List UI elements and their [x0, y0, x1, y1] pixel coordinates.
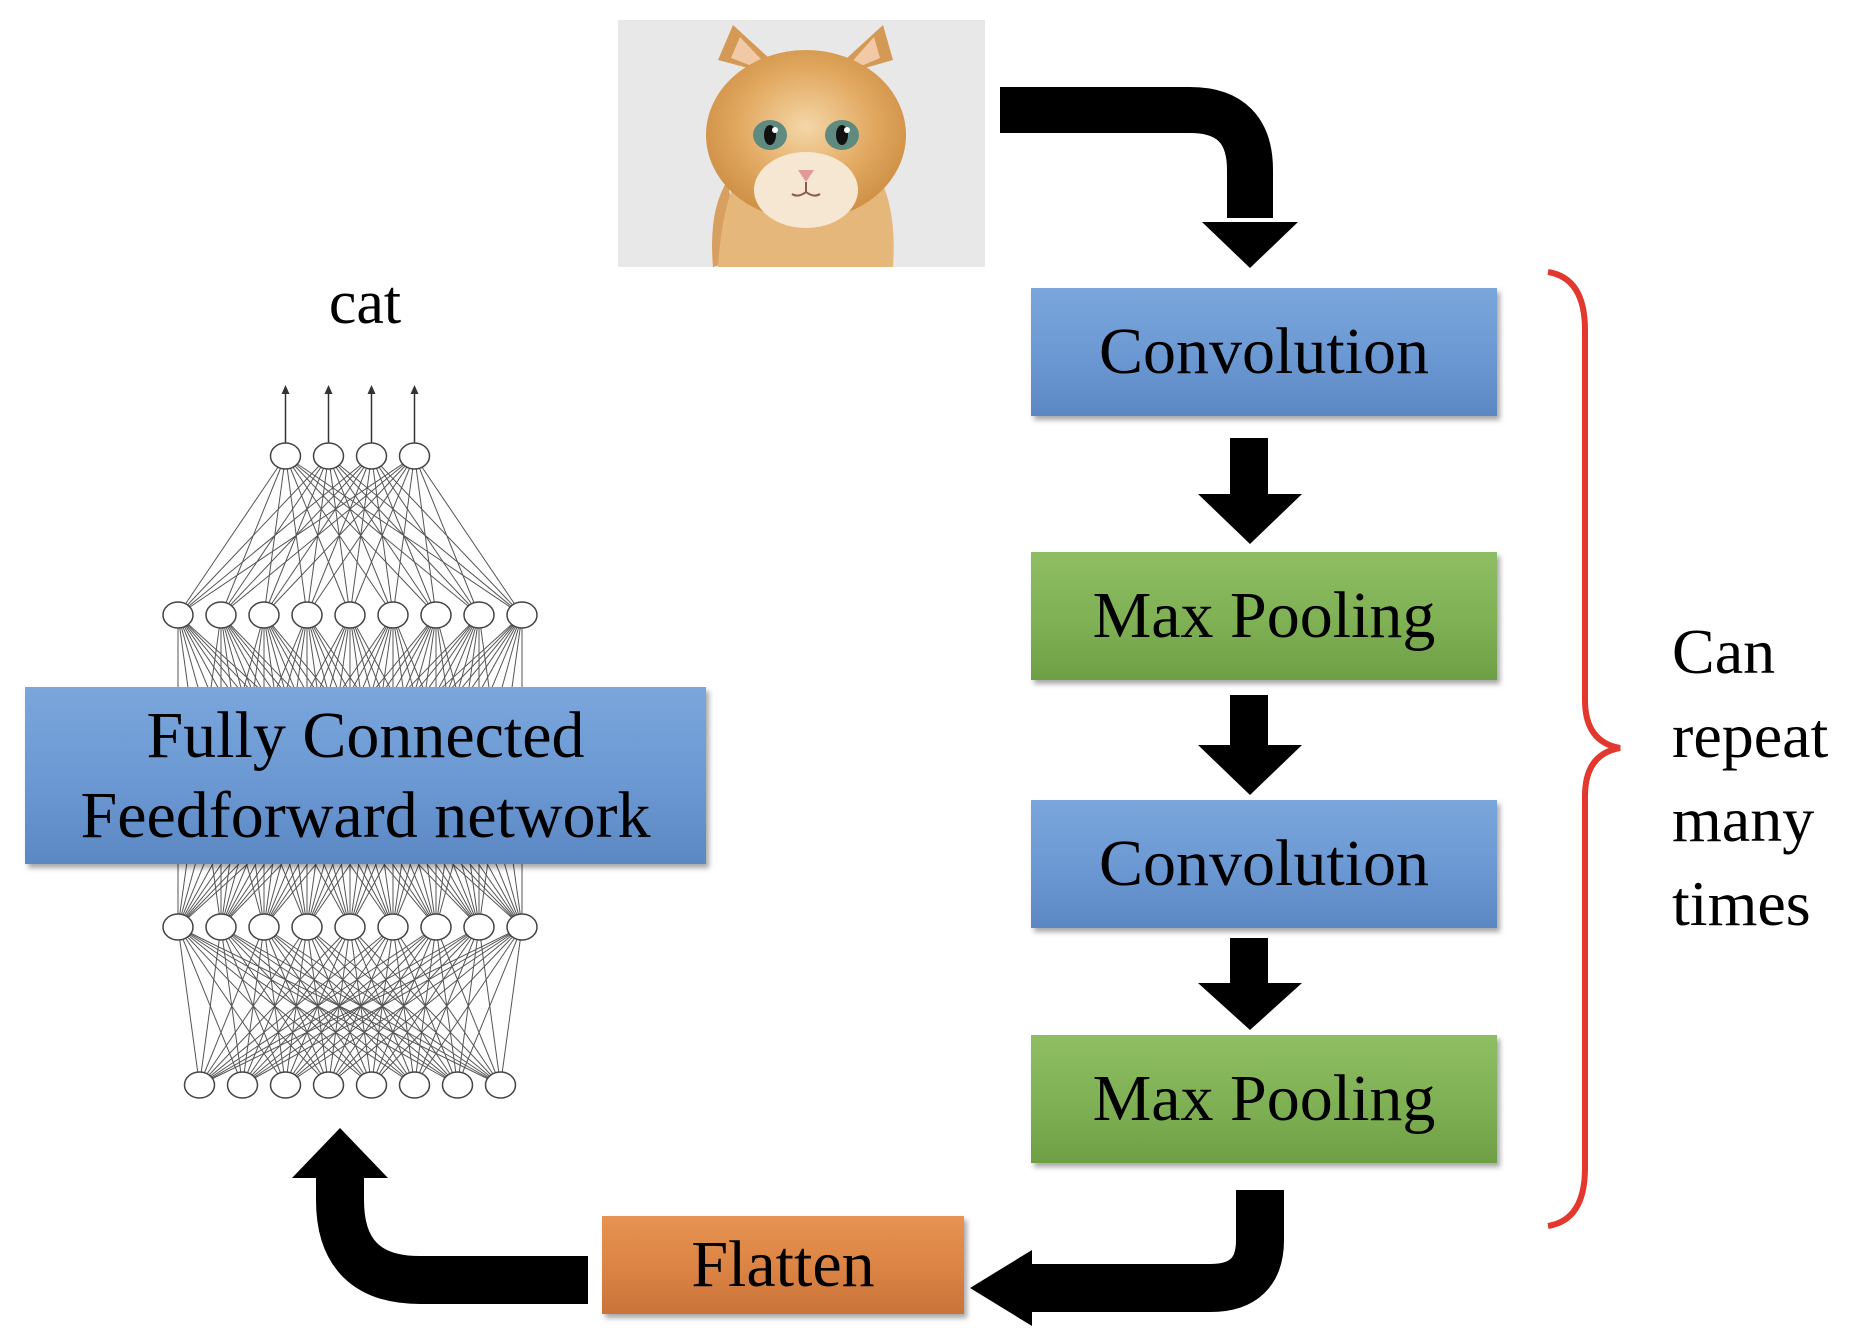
network-node	[463, 601, 495, 629]
max-pooling-label-2: Max Pooling	[1092, 1062, 1436, 1135]
network-node	[248, 601, 280, 629]
network-connection	[285, 455, 351, 616]
network-node	[312, 442, 345, 470]
cat-image	[618, 20, 985, 267]
network-connection	[328, 455, 523, 616]
network-node	[463, 913, 495, 941]
network-node	[355, 442, 388, 470]
network-connection	[285, 455, 437, 616]
fully-connected-line-1: Fully Connected	[146, 698, 585, 772]
network-connection	[177, 926, 415, 1086]
arrow-flatten-to-network	[316, 1178, 588, 1304]
network-connection	[177, 455, 286, 616]
flatten-block: Flatten	[602, 1216, 964, 1314]
flatten-label: Flatten	[691, 1228, 875, 1301]
output-class-label: cat	[328, 269, 402, 337]
max-pooling-block-2: Max Pooling	[1031, 1035, 1497, 1163]
convolution-block-2: Convolution	[1031, 800, 1497, 928]
network-node	[334, 601, 366, 629]
arrow-head-input	[1202, 222, 1298, 268]
network-connection	[263, 455, 286, 616]
network-connection	[306, 926, 501, 1086]
network-node	[484, 1071, 517, 1099]
convolution-label-2: Convolution	[1098, 827, 1430, 900]
arrow-head-network	[292, 1128, 388, 1178]
arrow-pool2-to-flatten	[1030, 1190, 1284, 1312]
network-connection	[177, 926, 501, 1086]
network-node	[248, 913, 280, 941]
network-connection	[177, 926, 243, 1086]
network-node	[506, 601, 538, 629]
network-node	[377, 601, 409, 629]
repeat-note: Can repeat many times	[1672, 616, 1829, 939]
network-connection	[177, 926, 200, 1086]
network-connection	[349, 926, 501, 1086]
fully-connected-line-2: Feedforward network	[80, 778, 651, 852]
network-connection	[285, 455, 308, 616]
network-connection	[220, 926, 501, 1086]
max-pooling-label-1: Max Pooling	[1092, 579, 1436, 652]
network-connection	[478, 926, 501, 1086]
network-output-arrowhead	[324, 385, 333, 394]
network-connection	[263, 926, 501, 1086]
repeat-brace	[1547, 269, 1621, 1229]
arrow-conv1-pool1-head	[1198, 494, 1302, 544]
network-node	[205, 913, 237, 941]
network-node	[506, 913, 538, 941]
arrow-pool1-conv2-head	[1198, 745, 1302, 795]
network-node	[269, 1071, 302, 1099]
network-node	[334, 913, 366, 941]
network-connection	[220, 455, 286, 616]
arrow-pool1-conv2-shaft	[1230, 695, 1268, 745]
convolution-block-1: Convolution	[1031, 288, 1497, 416]
arrow-conv2-pool2-head	[1198, 983, 1302, 1030]
network-node	[420, 601, 452, 629]
convolution-label-1: Convolution	[1098, 315, 1430, 388]
network-connection	[435, 926, 501, 1086]
network-connection	[500, 926, 523, 1086]
network-node	[377, 913, 409, 941]
network-connection	[177, 926, 286, 1086]
arrow-conv2-pool2-shaft	[1230, 938, 1268, 983]
network-connection	[177, 926, 458, 1086]
network-node	[398, 1071, 431, 1099]
network-connection	[285, 455, 480, 616]
network-node	[162, 913, 194, 941]
network-node	[291, 913, 323, 941]
network-node	[420, 913, 452, 941]
network-output-arrowhead	[410, 385, 419, 394]
network-output-arrowhead	[281, 385, 290, 394]
network-connection	[414, 455, 523, 616]
network-node	[291, 601, 323, 629]
network-connection	[371, 455, 523, 616]
network-node	[269, 442, 302, 470]
network-connection	[177, 926, 329, 1086]
network-connection	[285, 455, 523, 616]
network-node	[441, 1071, 474, 1099]
network-connection	[285, 455, 394, 616]
network-node	[205, 601, 237, 629]
network-node	[183, 1071, 216, 1099]
network-node	[312, 1071, 345, 1099]
arrow-input-to-convolution	[1000, 87, 1273, 218]
max-pooling-block-1: Max Pooling	[1031, 552, 1497, 680]
network-connection	[392, 926, 501, 1086]
network-node	[162, 601, 194, 629]
arrow-conv1-pool1-shaft	[1230, 438, 1268, 494]
network-connection	[177, 926, 372, 1086]
fully-connected-block: Fully Connected Feedforward network	[25, 687, 706, 864]
network-node	[355, 1071, 388, 1099]
network-node	[226, 1071, 259, 1099]
network-node	[398, 442, 431, 470]
arrow-head-flatten	[970, 1250, 1032, 1326]
network-output-arrowhead	[367, 385, 376, 394]
